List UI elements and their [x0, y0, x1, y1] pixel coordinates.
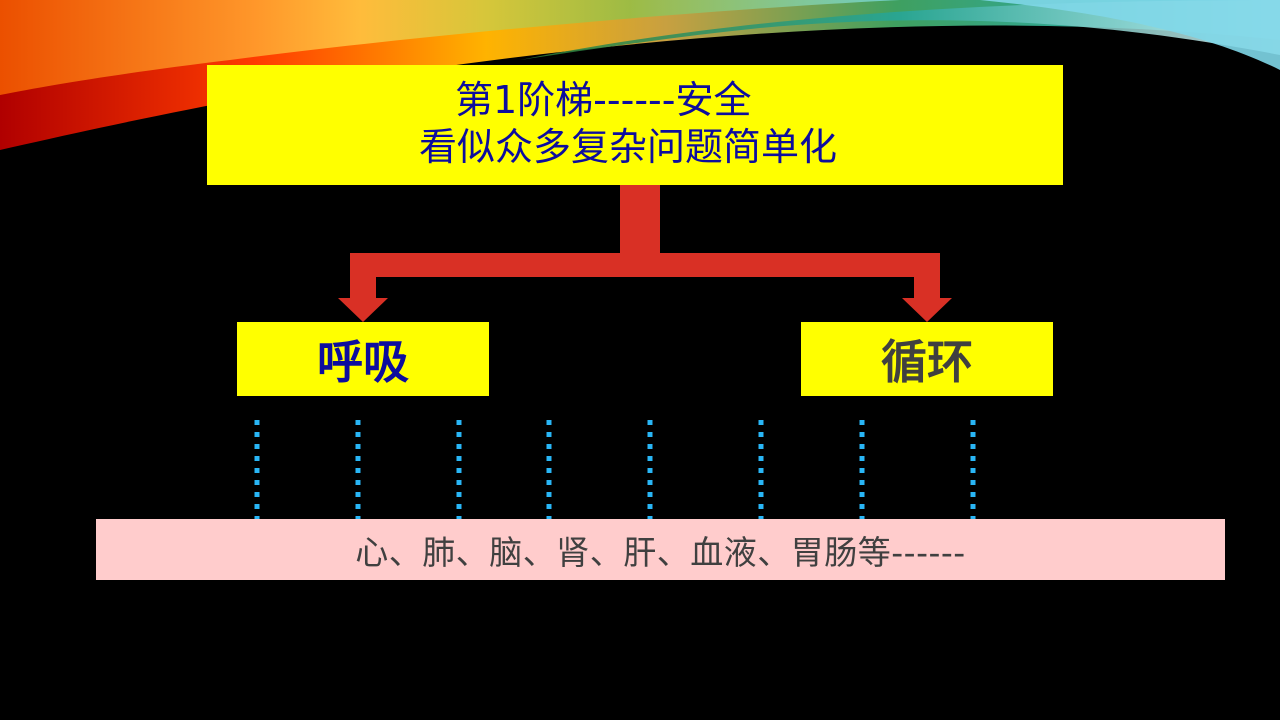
breathing-label: 呼吸 — [317, 335, 409, 389]
branch-arrows — [338, 185, 952, 322]
circulation-label: 循环 — [881, 335, 973, 389]
decorative-swoosh — [0, 0, 1280, 150]
dotted-connectors — [254, 420, 976, 519]
title-line-2: 看似众多复杂问题简单化 — [419, 125, 838, 169]
organ-list-text: 心、肺、脑、肾、肝、血液、胃肠等------ — [355, 532, 966, 572]
title-box: 第1阶梯------安全 看似众多复杂问题简单化 — [207, 65, 1063, 185]
breathing-box: 呼吸 — [237, 322, 489, 396]
circulation-box: 循环 — [801, 322, 1053, 396]
title-line-1: 第1阶梯------安全 — [455, 78, 752, 122]
organ-list-bar: 心、肺、脑、肾、肝、血液、胃肠等------ — [96, 519, 1225, 580]
